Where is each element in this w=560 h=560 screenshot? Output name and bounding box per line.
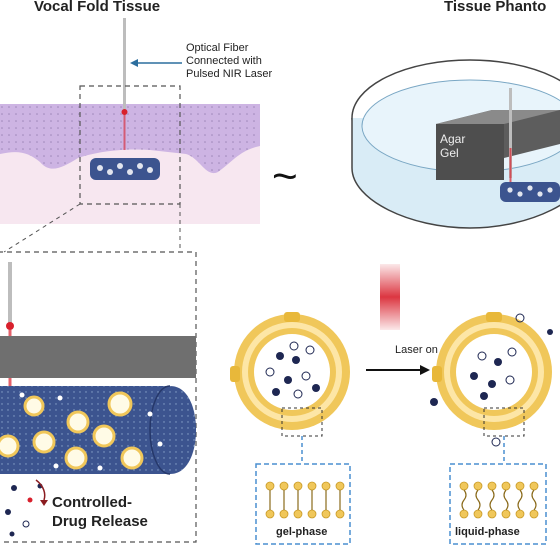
implant-zoom [0,385,196,475]
gel-phase-label: gel-phase [276,526,328,538]
zoom-box-top [79,85,181,205]
similarity-tilde: ~ [272,152,298,201]
release-label-line1: Controlled- [52,494,132,511]
fiber-label-line3: Pulsed NIR Laser [186,68,273,80]
liposome-gel [230,312,350,437]
optical-fiber-label: Optical Fiber Connected with Pulsed NIR … [186,42,326,81]
fiber-label-line1: Optical Fiber [186,42,249,54]
vocal-fold-tissue [0,104,260,224]
controlled-release-label: Controlled- Drug Release [52,493,202,531]
gel-phase-inset [255,436,351,545]
agar-gel-label: Agar Gel [440,132,480,160]
fiber-label-line2: Connected with [186,55,262,67]
laser-on-label: Laser on [395,344,438,356]
agar-gel-block [436,110,560,180]
agar-label-line2: Gel [440,146,459,160]
implant-dish [500,182,560,202]
released-drug [5,479,48,537]
liquid-phase-inset [449,436,547,545]
title-vocal-fold-tissue: Vocal Fold Tissue [34,0,161,15]
optical-fiber-top [121,18,128,150]
liposome-liquid [430,312,553,447]
title-tissue-phantom: Tissue Phanto [444,0,547,15]
implant-small [90,158,160,180]
laser-arrow [366,365,430,375]
gel-layer-bar [0,336,196,378]
optical-fiber-dish [509,88,512,178]
release-label-line2: Drug Release [52,513,148,530]
agar-label-line1: Agar [440,132,466,146]
laser-beam-icon [380,264,400,330]
liposome-small [0,391,144,470]
liquid-phase-label: liquid-phase [455,526,520,538]
fiber-pointer-arrow [130,59,182,67]
zoom-line-left [3,203,81,253]
zoom-panel [0,251,197,543]
